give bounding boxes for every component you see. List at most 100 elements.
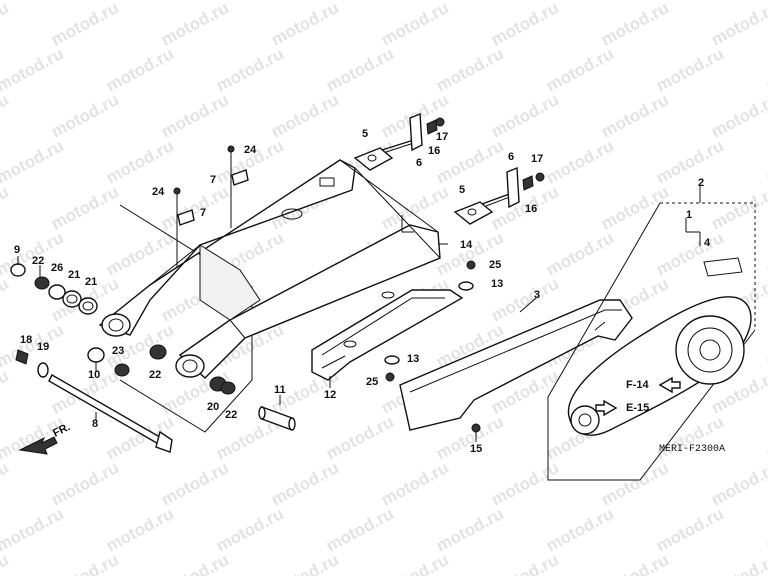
watermark-text: motod.ru [378,458,452,509]
watermark-text: motod.ru [158,550,232,576]
watermark-text: motod.ru [598,182,672,233]
watermark-text: motod.ru [378,550,452,576]
watermark-text: motod.ru [763,228,768,279]
watermark-text: motod.ru [708,458,768,509]
part-label-6b: 6 [508,151,514,163]
front-arrow-icon [18,436,58,455]
part-label-23: 23 [112,345,124,357]
watermark-text: motod.ru [268,0,342,50]
part-label-13b: 13 [407,353,419,365]
watermark-text: motod.ru [48,550,122,576]
watermark-text: motod.ru [48,0,122,50]
watermark-text: motod.ru [653,412,727,463]
watermark-text: motod.ru [708,550,768,576]
watermark-text: motod.ru [763,136,768,187]
watermark-text: motod.ru [708,182,768,233]
watermark-text: motod.ru [433,136,507,187]
watermark-text: motod.ru [598,458,672,509]
ref-f14: F-14 [626,376,681,394]
watermark-text: motod.ru [653,504,727,555]
watermark-text: motod.ru [708,90,768,141]
watermark-text: motod.ru [0,550,12,576]
watermark-text: motod.ru [48,182,122,233]
watermark-text: motod.ru [103,44,177,95]
part-label-13a: 13 [491,278,503,290]
part-label-11: 11 [274,384,286,396]
watermark-text: motod.ru [543,228,617,279]
part-label-18: 18 [20,334,32,346]
part-label-7b: 7 [200,207,206,219]
collar [258,405,296,432]
chain-adjuster-lower [453,166,545,225]
ref-e15: E-15 [595,399,649,417]
watermark-text: motod.ru [488,550,562,576]
part-label-22b: 22 [149,369,161,381]
watermark-text: motod.ru [598,550,672,576]
ref-arrow-e15 [595,399,618,417]
part-label-22c: 22 [225,409,237,421]
watermark-text: motod.ru [158,0,232,50]
watermark-text: motod.ru [103,136,177,187]
watermark-text: motod.ru [323,504,397,555]
watermark-text: motod.ru [488,0,562,50]
watermark-text: motod.ru [0,274,12,325]
chain-slider [311,260,476,382]
watermark-text: motod.ru [0,136,67,187]
watermark-text: motod.ru [268,458,342,509]
watermark-text: motod.ru [158,458,232,509]
watermark-text: motod.ru [0,320,67,371]
part-label-20: 20 [207,401,219,413]
part-label-3: 3 [534,289,540,301]
part-label-7a: 7 [210,174,216,186]
ref-e15-text: E-15 [626,402,649,414]
watermark-text: motod.ru [323,412,397,463]
pivot-bushings-left [10,263,236,395]
watermark-text: motod.ru [543,44,617,95]
part-label-14: 14 [460,239,473,251]
watermark-text: motod.ru [488,90,562,141]
pivot-bolt [15,349,173,453]
part-label-8: 8 [92,418,98,430]
watermark-text: motod.ru [763,320,768,371]
watermark-text: motod.ru [763,44,768,95]
watermark-text: motod.ru [763,504,768,555]
part-label-19: 19 [37,341,49,353]
part-label-1: 1 [686,209,692,221]
drive-chain-group [547,202,756,481]
watermark-text: motod.ru [0,458,12,509]
part-label-5a: 5 [362,128,368,140]
watermark-text: motod.ru [433,44,507,95]
part-label-25a: 25 [489,259,501,271]
watermark-text: motod.ru [653,228,727,279]
part-label-6a: 6 [416,157,422,169]
watermark-text: motod.ru [433,228,507,279]
watermark-text: motod.ru [378,0,452,50]
watermark-text: motod.ru [0,90,12,141]
watermark-text: motod.ru [433,504,507,555]
watermark-text: motod.ru [488,458,562,509]
part-label-15: 15 [470,443,482,455]
part-label-12: 12 [324,389,336,401]
part-label-10: 10 [88,369,100,381]
part-label-21b: 21 [85,276,97,288]
watermark-text: motod.ru [268,550,342,576]
watermark-text: motod.ru [268,90,342,141]
part-label-16a: 16 [428,145,440,157]
ref-f14-text: F-14 [626,379,650,391]
part-label-25b: 25 [366,376,378,388]
watermark-text: motod.ru [103,504,177,555]
part-label-2: 2 [698,177,704,189]
watermark-text: motod.ru [213,44,287,95]
part-label-22a: 22 [32,255,44,267]
watermark-text: motod.ru [213,504,287,555]
watermark-text: motod.ru [0,182,12,233]
watermark-text: motod.ru [653,44,727,95]
watermark-text: motod.ru [158,182,232,233]
watermark-text: motod.ru [0,504,67,555]
part-label-24b: 24 [152,186,165,198]
part-label-24a: 24 [244,144,257,156]
part-label-17b: 17 [531,153,543,165]
leader-lines [17,186,701,420]
